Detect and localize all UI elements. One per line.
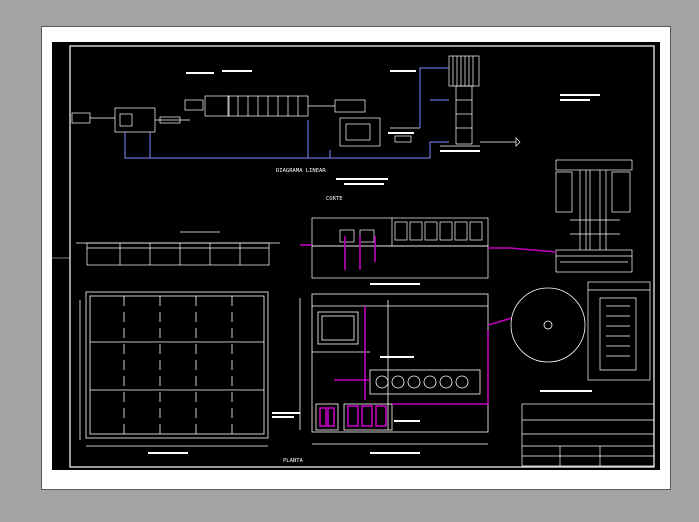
circular-tank [510,287,586,363]
legend-box [587,281,651,381]
plan-label: PLANTA [283,458,304,464]
diagram-label: DIAGRAMA LINEAR [276,168,326,174]
plan-right [299,293,489,445]
section-label: CORTE [326,196,343,202]
plan-left [79,291,269,447]
process-line-elevation [300,236,557,270]
elevation-left [76,231,280,266]
pipe-network [124,67,449,159]
process-line-plan [319,306,513,427]
section-detail [555,159,633,273]
drawing-frame [69,45,655,468]
diagram-callouts [186,70,600,185]
plan-callouts [148,283,592,454]
linear-diagram [71,55,521,147]
elevation-right [311,217,489,279]
title-block [521,403,655,467]
